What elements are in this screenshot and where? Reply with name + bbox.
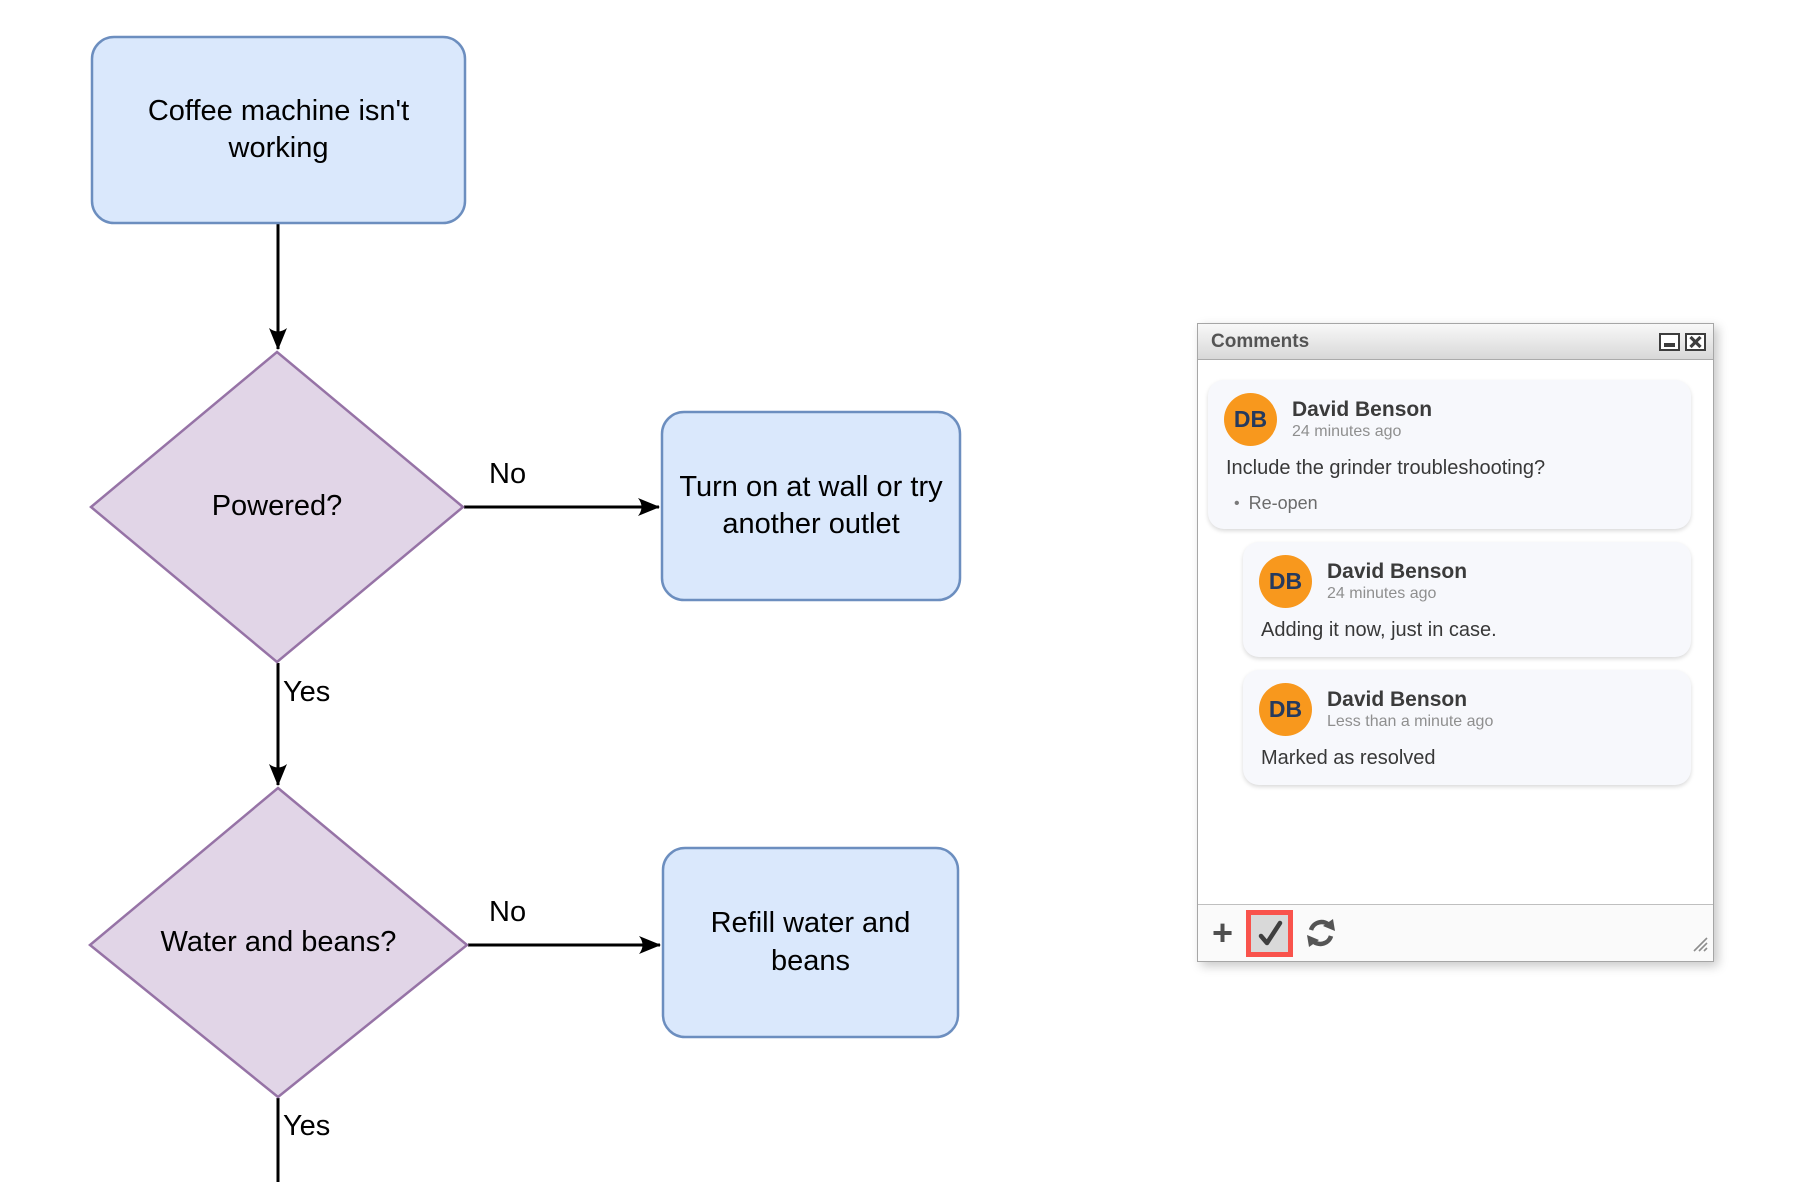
avatar: DB xyxy=(1224,393,1277,446)
close-button[interactable] xyxy=(1685,332,1706,351)
flowchart-node-outlet-shape[interactable] xyxy=(660,410,962,602)
comment-timestamp: 24 minutes ago xyxy=(1292,422,1402,440)
comments-window: Comments DB David Benson xyxy=(1197,323,1714,962)
comment-author: David Benson xyxy=(1327,560,1468,584)
comment-author: David Benson xyxy=(1292,398,1433,422)
comment-text: Marked as resolved xyxy=(1261,747,1436,769)
flowchart-diagram xyxy=(88,35,962,1182)
avatar: DB xyxy=(1259,683,1312,736)
comment-timestamp: 24 minutes ago xyxy=(1327,584,1437,602)
resolve-checkmark-button[interactable] xyxy=(1246,909,1294,957)
flowchart-node-water-beans-shape[interactable] xyxy=(88,786,469,1099)
comments-window-titlebar[interactable]: Comments xyxy=(1198,324,1713,360)
refresh-button[interactable] xyxy=(1304,917,1338,949)
refresh-icon xyxy=(1307,919,1336,947)
comment-author: David Benson xyxy=(1327,688,1468,712)
flowchart-node-powered-shape[interactable] xyxy=(89,350,465,664)
flowchart-node-start-shape[interactable] xyxy=(90,35,467,225)
bullet-icon: • xyxy=(1234,494,1240,512)
comment-card-reply: DB David Benson Less than a minute ago M… xyxy=(1243,670,1691,785)
comments-list: DB David Benson 24 minutes ago Include t… xyxy=(1198,360,1713,904)
comments-window-title: Comments xyxy=(1211,330,1310,352)
comment-text: Adding it now, just in case. xyxy=(1261,619,1497,641)
minimize-icon xyxy=(1664,342,1675,347)
close-icon xyxy=(1689,335,1702,348)
comment-card-reply: DB David Benson 24 minutes ago Adding it… xyxy=(1243,542,1691,657)
reopen-link-label: Re-open xyxy=(1248,493,1318,513)
comments-toolbar: + xyxy=(1198,904,1713,961)
reopen-link[interactable]: • Re-open xyxy=(1224,493,1675,514)
minimize-button[interactable] xyxy=(1659,332,1680,351)
checkmark-icon xyxy=(1258,920,1282,946)
add-comment-button[interactable]: + xyxy=(1208,915,1237,951)
resize-handle[interactable] xyxy=(1690,934,1709,958)
plus-icon: + xyxy=(1212,912,1234,953)
comment-text: Include the grinder troubleshooting? xyxy=(1226,457,1546,479)
flowchart-node-refill-shape[interactable] xyxy=(661,846,960,1039)
comment-timestamp: Less than a minute ago xyxy=(1327,712,1494,730)
resize-grip-icon xyxy=(1693,937,1708,952)
comment-card: DB David Benson 24 minutes ago Include t… xyxy=(1208,380,1691,529)
avatar: DB xyxy=(1259,555,1312,608)
